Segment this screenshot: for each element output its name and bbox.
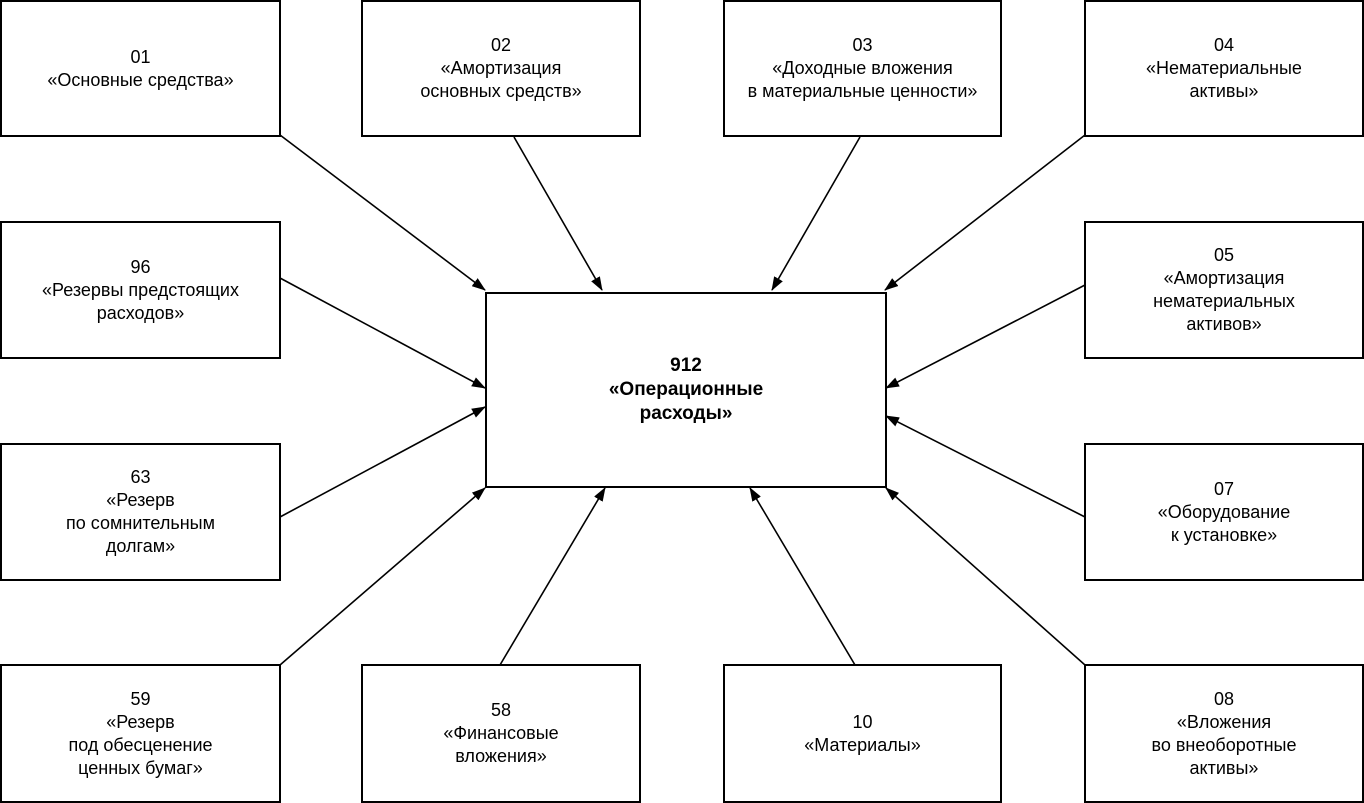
box-03-line-3: в материальные ценности» xyxy=(747,81,978,101)
box-05-line-2: «Амортизация xyxy=(1163,268,1285,288)
box-05-line-4: активов» xyxy=(1186,314,1262,334)
arrow-10 xyxy=(749,487,856,666)
box-10-line-1: 10 xyxy=(852,711,873,732)
arrow-04 xyxy=(884,134,1086,291)
box-59-line-4: ценных бумаг» xyxy=(78,757,203,778)
box-912-operating-expenses: 912 «Операционные расходы» xyxy=(485,292,887,488)
box-02-line-1: 02 xyxy=(490,35,511,55)
box-02-line-2: «Амортизация xyxy=(440,58,562,78)
box-59-securities-impairment-reserve: 59 «Резерв под обесценение ценных бумаг» xyxy=(0,664,281,803)
box-08-line-1: 08 xyxy=(1213,688,1234,709)
box-04-intangible-assets: 04 «Нематериальные активы» xyxy=(1084,0,1364,137)
box-08-line-2: «Вложения xyxy=(1176,711,1272,732)
box-63-doubtful-debts-reserve: 63 «Резерв по сомнительным долгам» xyxy=(0,443,281,581)
box-912-line-3: расходы» xyxy=(639,403,733,424)
box-08-line-4: активы» xyxy=(1189,757,1259,778)
arrow-03 xyxy=(771,136,861,291)
box-01-line-2: «Основные средства» xyxy=(47,69,234,90)
box-05-amortization-intangibles: 05 «Амортизация нематериальных активов» xyxy=(1084,221,1364,359)
box-59-line-2: «Резерв xyxy=(106,711,175,732)
box-05-line-1: 05 xyxy=(1213,245,1235,265)
box-59-line-3: под обесценение xyxy=(68,734,213,755)
box-63-line-2: «Резерв xyxy=(106,490,175,510)
box-03-income-investments: 03 «Доходные вложения в материальные цен… xyxy=(723,0,1002,137)
box-10-line-2: «Материалы» xyxy=(804,734,921,755)
box-912-text: 912 «Операционные расходы» xyxy=(609,354,763,426)
arrow-59 xyxy=(279,487,486,666)
arrow-05 xyxy=(885,284,1086,389)
box-58-financial-investments: 58 «Финансовые вложения» xyxy=(361,664,641,803)
box-05-line-3: нематериальных xyxy=(1153,291,1295,311)
box-02-depreciation-fixed-assets: 02 «Амортизация основных средств» xyxy=(361,0,641,137)
box-07-line-2: «Оборудование xyxy=(1157,501,1291,522)
arrow-02 xyxy=(513,136,603,291)
box-96-line-1: 96 xyxy=(130,256,151,277)
arrow-63 xyxy=(279,406,486,518)
arrow-08 xyxy=(885,487,1086,666)
box-59-line-1: 59 xyxy=(130,688,151,709)
arrow-58 xyxy=(499,487,606,666)
box-08-line-3: во внеоборотные xyxy=(1151,734,1297,755)
box-08-noncurrent-investments: 08 «Вложения во внеоборотные активы» xyxy=(1084,664,1364,803)
box-912-line-1: 912 xyxy=(670,355,702,376)
arrow-07 xyxy=(885,415,1086,518)
box-03-line-2: «Доходные вложения xyxy=(772,58,953,78)
box-63-line-4: долгам» xyxy=(105,536,176,556)
box-10-materials: 10 «Материалы» xyxy=(723,664,1002,803)
box-63-line-1: 63 xyxy=(130,467,151,487)
box-04-line-3: активы» xyxy=(1189,81,1259,101)
box-96-reserves-future-expenses: 96 «Резервы предстоящих расходов» xyxy=(0,221,281,359)
box-04-line-1: 04 xyxy=(1213,35,1234,55)
box-96-line-3: расходов» xyxy=(96,302,185,323)
box-58-line-2: «Финансовые xyxy=(443,723,559,743)
box-58-line-1: 58 xyxy=(490,700,512,720)
box-07-line-3: к установке» xyxy=(1170,524,1278,545)
box-04-line-2: «Нематериальные xyxy=(1146,58,1302,78)
box-07-line-1: 07 xyxy=(1213,478,1235,499)
box-03-line-1: 03 xyxy=(852,35,873,55)
box-96-line-2: «Резервы предстоящих xyxy=(42,279,239,300)
box-01-fixed-assets: 01 «Основные средства» xyxy=(0,0,281,137)
box-63-line-3: по сомнительным xyxy=(66,513,215,533)
arrow-01 xyxy=(279,134,486,291)
box-912-line-2: «Операционные xyxy=(608,379,764,400)
box-01-line-1: 01 xyxy=(130,46,151,67)
box-02-line-3: основных средств» xyxy=(420,81,582,101)
arrow-96 xyxy=(279,277,486,389)
box-58-line-3: вложения» xyxy=(455,746,547,766)
box-07-equipment-installation: 07 «Оборудование к установке» xyxy=(1084,443,1364,581)
